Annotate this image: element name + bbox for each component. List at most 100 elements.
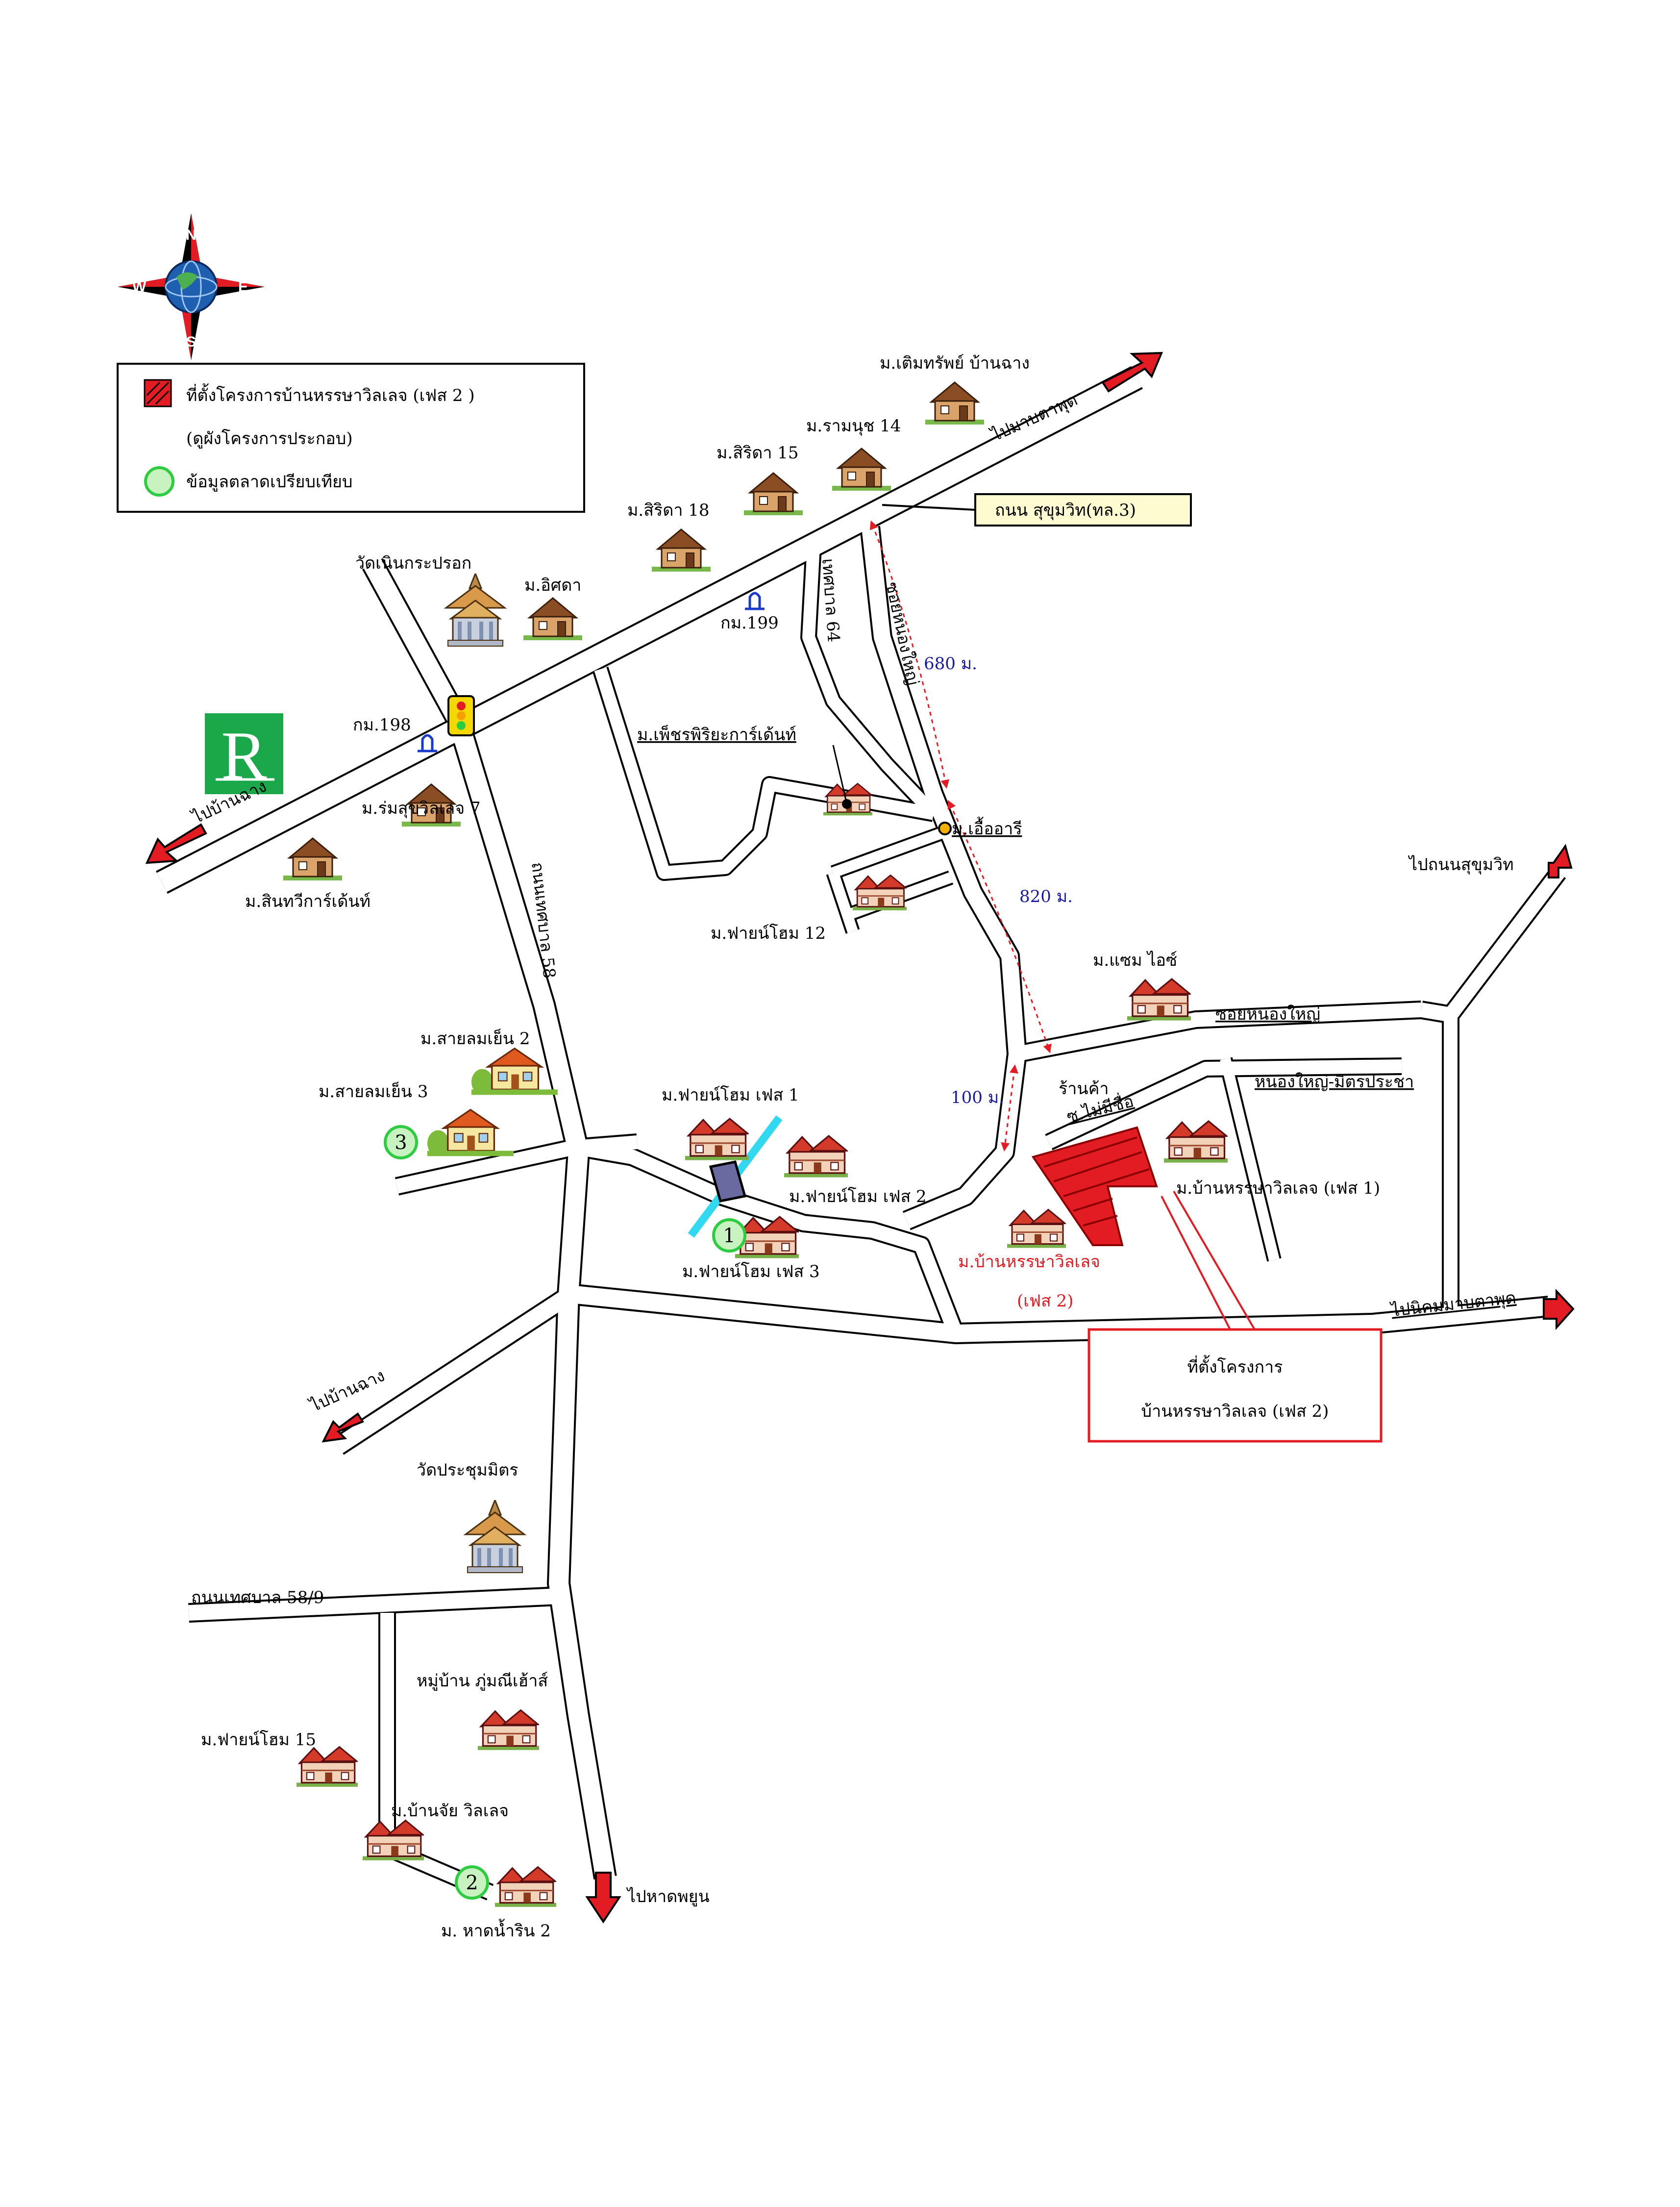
label-road-589: ถนนเทศบาล 58/9 bbox=[191, 1588, 324, 1607]
label-to-hatphayun: ไปหาดพยูน bbox=[626, 1887, 710, 1906]
callout-line1: ที่ตั้งโครงการ bbox=[1187, 1355, 1283, 1377]
house-icon-poommanee bbox=[478, 1709, 539, 1751]
label-nongyai-mitr: หนองใหญ่-มิตรประชา bbox=[1255, 1072, 1414, 1092]
label-m-ramanuch14: ม.รามนุช 14 bbox=[806, 416, 901, 436]
callout-line2: บ้านหรรษาวิลเลจ (เฟส 2) bbox=[1141, 1402, 1329, 1421]
project-site-area bbox=[1031, 1126, 1158, 1246]
poi-dot-icon bbox=[938, 822, 952, 835]
road-fill bbox=[1015, 1003, 1422, 1061]
label-m-hansa2-a: ม.บ้านหรรษาวิลเลจ bbox=[958, 1252, 1100, 1272]
house-icon-hansa1 bbox=[1164, 1120, 1228, 1164]
label-m-termsap: ม.เติมทรัพย์ บ้านฉาง bbox=[880, 353, 1030, 373]
legend-site-label: ที่ตั้งโครงการบ้านหรรษาวิลเลจ (เฟส 2 ) bbox=[186, 383, 475, 405]
arrow-to-banchang-low bbox=[321, 1412, 364, 1443]
house-icon-isada bbox=[523, 597, 582, 641]
arrow-to-sukhumvit bbox=[1548, 844, 1573, 878]
label-m-sinthavee: ม.สินทวีการ์เด้นท์ bbox=[245, 892, 371, 911]
label-m-euaaree: ม.เอื้ออารี bbox=[952, 817, 1022, 839]
label-d820: 820 ม. bbox=[1019, 887, 1073, 906]
label-m-hansa1: ม.บ้านหรรษาวิลเลจ (เฟส 1) bbox=[1176, 1179, 1380, 1198]
house-icon-hansa2 bbox=[1007, 1208, 1066, 1249]
compass-rose: N S E W bbox=[118, 213, 265, 360]
temple-icon-prachum bbox=[465, 1500, 525, 1574]
compass-e: E bbox=[238, 279, 248, 295]
house-icon-sirida18 bbox=[652, 528, 711, 573]
road-fill bbox=[156, 368, 1142, 892]
svg-text:1: 1 bbox=[723, 1225, 735, 1247]
road-fill bbox=[575, 1135, 638, 1154]
label-m-fine3: ม.ฟายน์โฮม เฟส 3 bbox=[682, 1262, 820, 1281]
label-m-fine2: ม.ฟายน์โฮม เฟส 2 bbox=[789, 1187, 927, 1206]
house-icon-fine15 bbox=[296, 1746, 358, 1788]
legend: ที่ตั้งโครงการบ้านหรรษาวิลเลจ (เฟส 2 ) (… bbox=[117, 363, 585, 513]
house-icon-sinthavee bbox=[283, 837, 342, 881]
arrow-to-industrial bbox=[1543, 1288, 1575, 1330]
label-m-romsuk7: ม.ร่มสุขวิลเลจ 7 bbox=[362, 799, 481, 818]
label-m-petch: ม.เพ็ชรพิริยะการ์เด้นท์ bbox=[637, 725, 796, 745]
house-icon-samai bbox=[1127, 978, 1191, 1022]
house-icon-fine12 bbox=[853, 874, 907, 911]
label-wat-noen: วัดเนินกระปรอก bbox=[355, 553, 471, 573]
road-fill bbox=[828, 871, 858, 933]
label-wat-prachum: วัดประชุมมิตร bbox=[417, 1460, 519, 1480]
label-m-banjai: ม.บ้านจัย วิลเลจ bbox=[391, 1801, 509, 1821]
site-callout: ที่ตั้งโครงการ บ้านหรรษาวิลเลจ (เฟส 2) bbox=[1087, 1190, 1383, 1443]
temple-icon-noen bbox=[445, 574, 506, 647]
compass-s: S bbox=[186, 334, 196, 350]
label-m-sirida15: ม.สิริดา 15 bbox=[716, 443, 798, 463]
distance-lines bbox=[869, 520, 1052, 1152]
market-marker-3: 3 bbox=[384, 1125, 418, 1159]
road-fill bbox=[1420, 868, 1564, 1022]
market-marker-2: 2 bbox=[455, 1865, 489, 1900]
km-post-icon bbox=[418, 734, 437, 752]
label-m-fine15: ม.ฟายน์โฮม 15 bbox=[201, 1730, 316, 1750]
label-m-hatnamrin2: ม. หาดน้ำริน 2 bbox=[441, 1919, 551, 1941]
svg-text:3: 3 bbox=[395, 1131, 407, 1154]
traffic-light-icon bbox=[447, 695, 475, 736]
svg-text:R: R bbox=[221, 718, 267, 794]
label-d680: 680 ม. bbox=[924, 654, 977, 674]
label-to-sukhumvit: ไปถนนสุขุมวิท bbox=[1408, 855, 1514, 875]
svg-text:2: 2 bbox=[466, 1872, 478, 1894]
compass-w: W bbox=[132, 279, 147, 295]
road-network bbox=[156, 366, 1566, 1901]
road-fill bbox=[1046, 1059, 1402, 1149]
label-m-isada: ม.อิศดา bbox=[524, 576, 581, 595]
label-d100: 100 ม. bbox=[951, 1088, 1004, 1107]
road-fill bbox=[831, 828, 943, 878]
label-shop: ร้านค้า bbox=[1059, 1079, 1109, 1099]
label-m-fine1: ม.ฟายน์โฮม เฟส 1 bbox=[662, 1085, 799, 1105]
r-logo: R bbox=[205, 713, 283, 794]
label-m-sirida18: ม.สิริดา 18 bbox=[627, 501, 709, 520]
label-soi-nongyai-h: ซอยหนองใหญ่ bbox=[1215, 1004, 1320, 1024]
house-icon-fine1 bbox=[685, 1118, 749, 1161]
house-icon-ramanuch14 bbox=[832, 448, 891, 492]
label-m-samai: ม.แซม ไอซ์ bbox=[1093, 951, 1177, 970]
legend-site-sub: (ดูผังโครงการประกอบ) bbox=[186, 429, 353, 449]
label-m-fine12: ม.ฟายน์โฮม 12 bbox=[711, 924, 826, 943]
label-m-sailom2: ม.สายลมเย็น 2 bbox=[420, 1028, 530, 1049]
road-fill bbox=[364, 559, 615, 1880]
market-marker-1: 1 bbox=[712, 1218, 746, 1253]
house-icon-fine2 bbox=[784, 1135, 848, 1179]
road-fill bbox=[1220, 1057, 1280, 1261]
arrow-to-hatphayun bbox=[585, 1872, 621, 1924]
label-m-hansa2-b: (เฟส 2) bbox=[1017, 1291, 1073, 1311]
label-tessaban64: เทศบาล 64 bbox=[818, 558, 843, 643]
km-post-icon bbox=[745, 592, 765, 610]
road-fill bbox=[188, 1588, 569, 1621]
label-m-poommanee: หมู่บ้าน ภู่มณีเฮ้าส์ bbox=[417, 1671, 548, 1691]
sukhumvit-road-label: ถนน สุขุมวิท(ทล.3) bbox=[995, 501, 1136, 520]
arrow-to-mabtaphut bbox=[1101, 351, 1163, 393]
label-to-banchang-low: ไปบ้านฉาง bbox=[306, 1366, 388, 1416]
sukhumvit-label-box: ถนน สุขุมวิท(ทล.3) bbox=[882, 493, 1192, 527]
house-icon-termsap bbox=[925, 381, 984, 426]
legend-market-label: ข้อมูลตลาดเปรียบเทียบ bbox=[186, 472, 353, 492]
direction-arrows bbox=[145, 351, 1575, 1924]
road-fill bbox=[333, 1287, 576, 1454]
arrow-to-banchang-left bbox=[145, 823, 207, 864]
house-icon-sirida15 bbox=[744, 472, 803, 516]
market-legend-marker bbox=[144, 466, 174, 497]
globe-icon bbox=[165, 260, 218, 313]
